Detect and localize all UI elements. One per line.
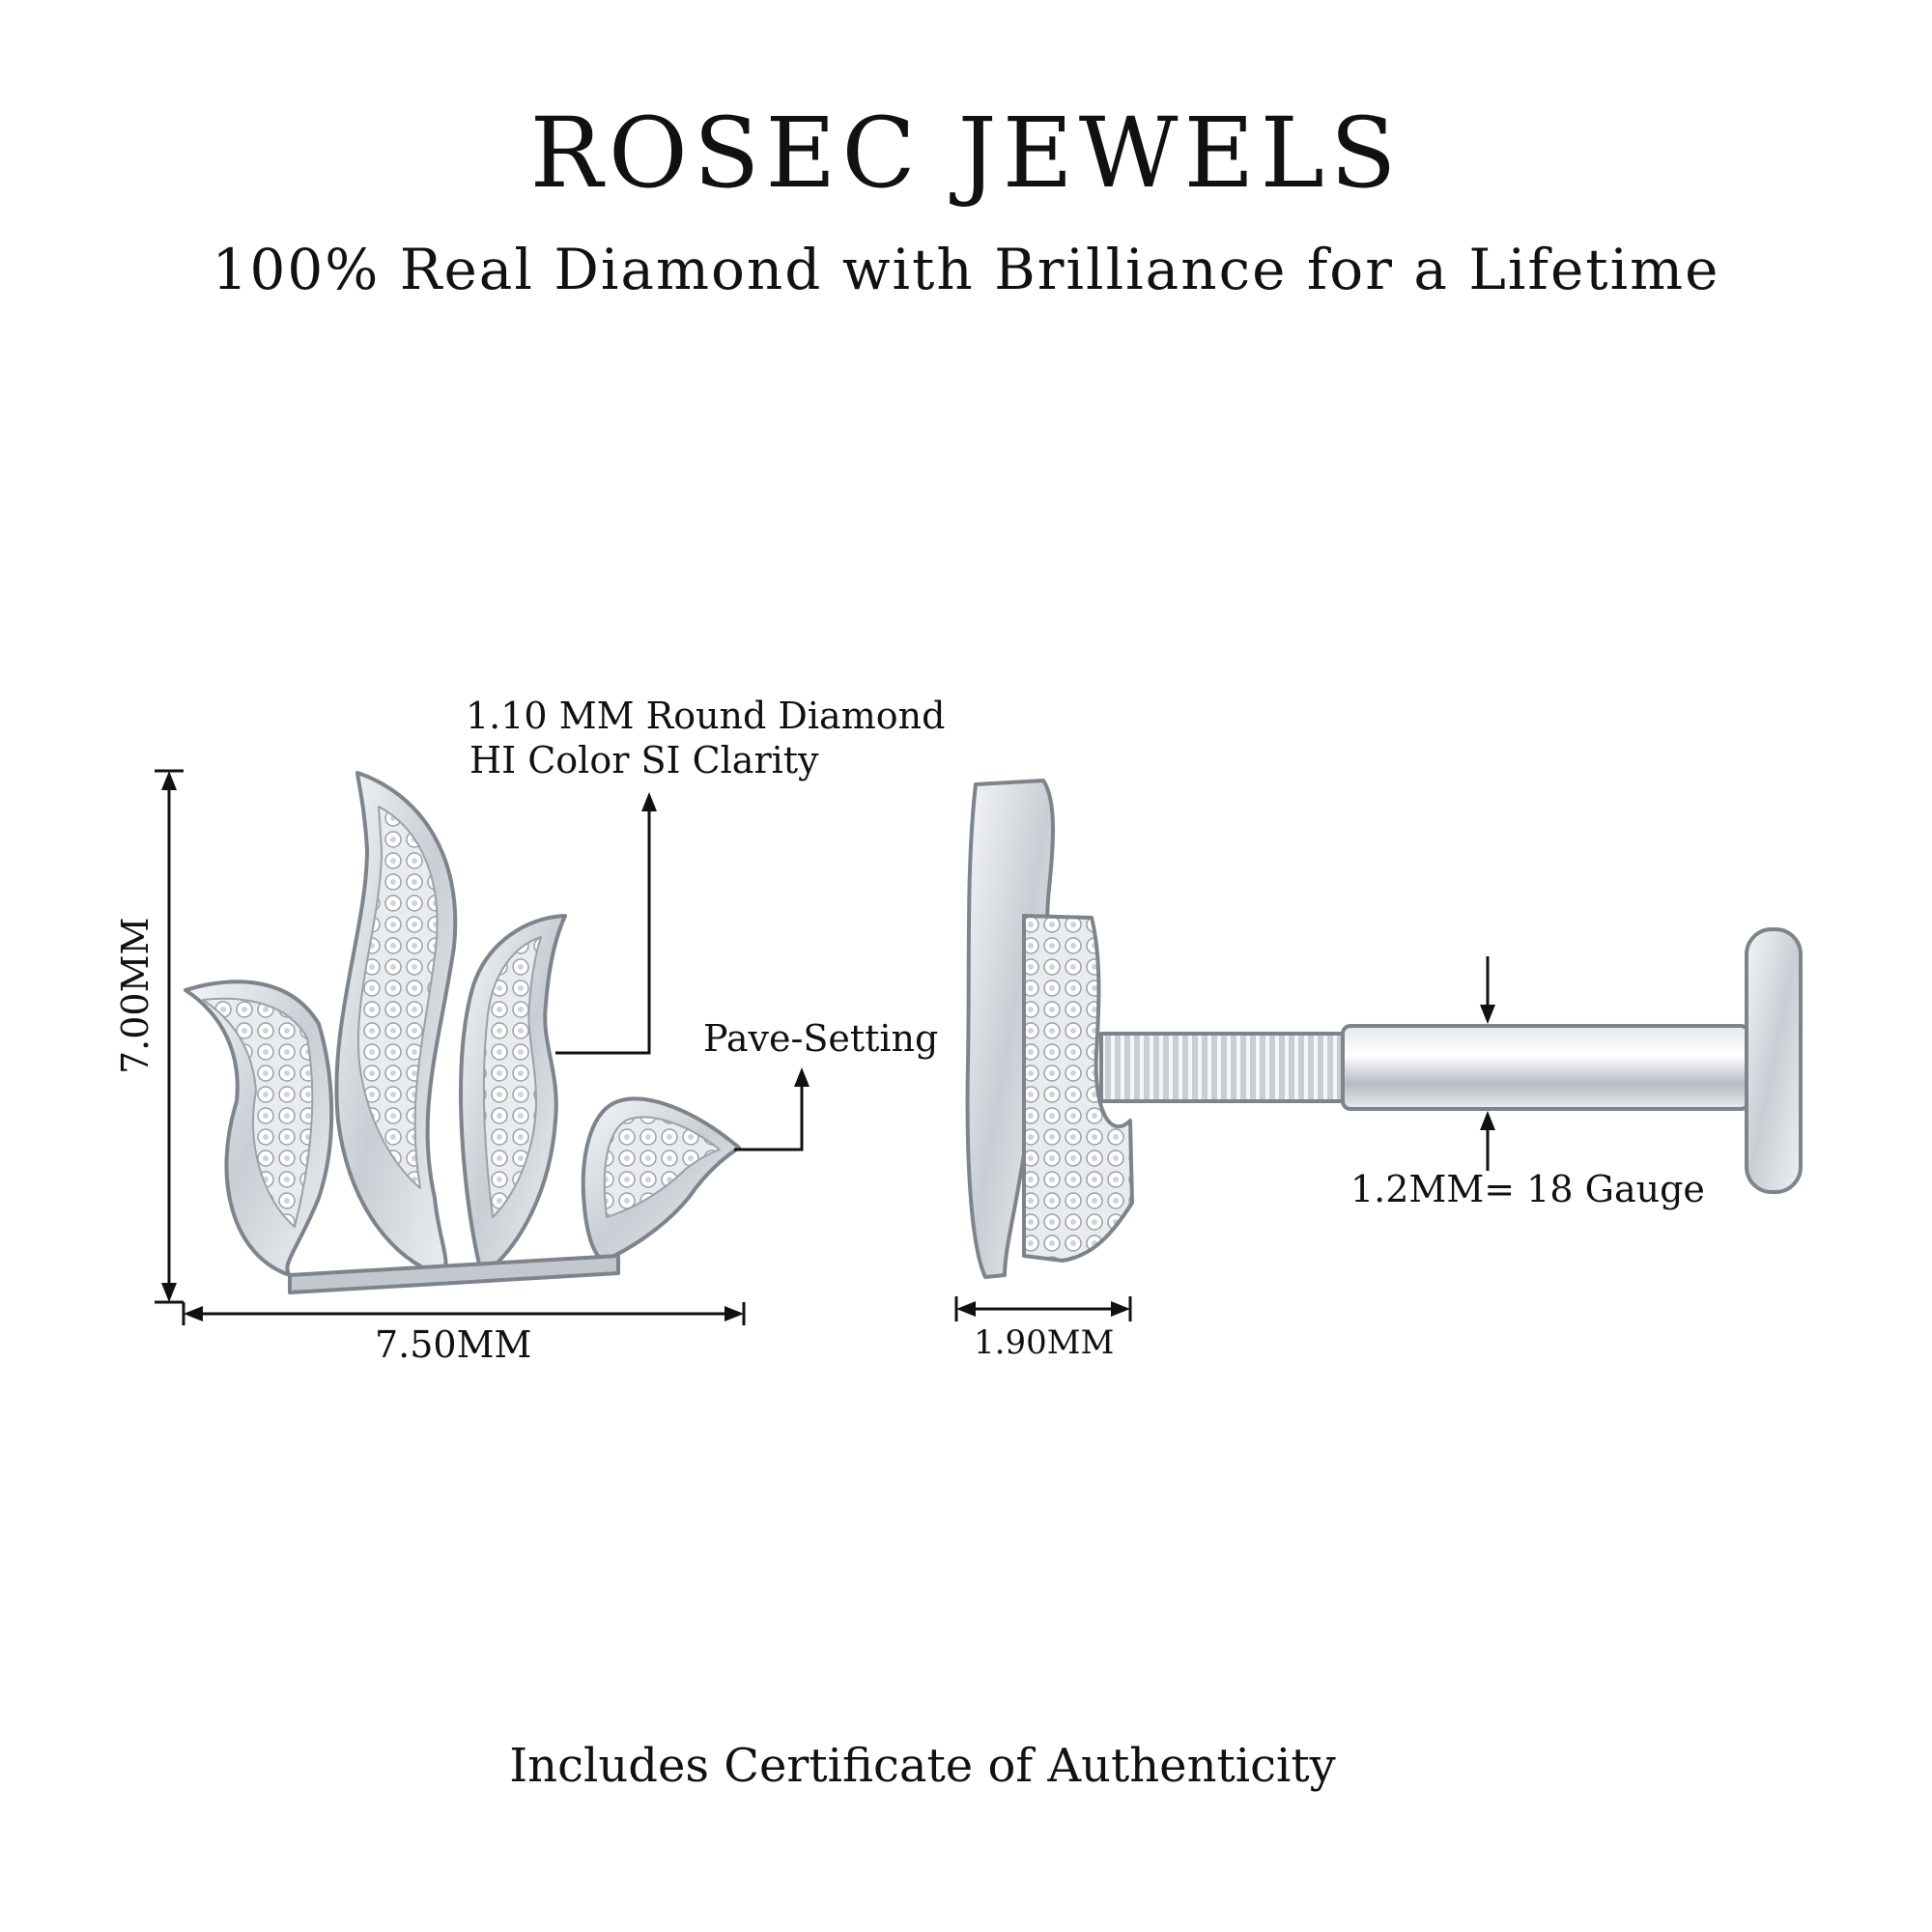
certificate-note: Includes Certificate of Authenticity	[509, 1739, 1336, 1793]
earring-side-view	[965, 779, 1803, 1279]
stone-size-label: 1.10 MM Round Diamond	[466, 695, 946, 737]
width-dimension-label: 7.50MM	[375, 1323, 532, 1366]
earring-front-view	[184, 771, 741, 1294]
flat-back-disc	[1745, 927, 1803, 1194]
brand-tagline: 100% Real Diamond with Brilliance for a …	[212, 237, 1720, 302]
labret-rod	[1341, 1024, 1750, 1111]
thread-section	[1099, 1032, 1345, 1103]
brand-title: ROSEC JEWELS	[529, 97, 1403, 210]
side-setting	[1022, 914, 1134, 1263]
stone-quality-label: HI Color SI Clarity	[469, 739, 819, 781]
setting-label: Pave-Setting	[703, 1017, 939, 1060]
height-dimension-label: 7.00MM	[114, 917, 156, 1074]
gauge-label: 1.2MM= 18 Gauge	[1350, 1168, 1705, 1210]
side-plate	[965, 779, 1055, 1279]
depth-dimension-label: 1.90MM	[974, 1323, 1115, 1362]
dimension-lines	[155, 769, 1495, 1325]
